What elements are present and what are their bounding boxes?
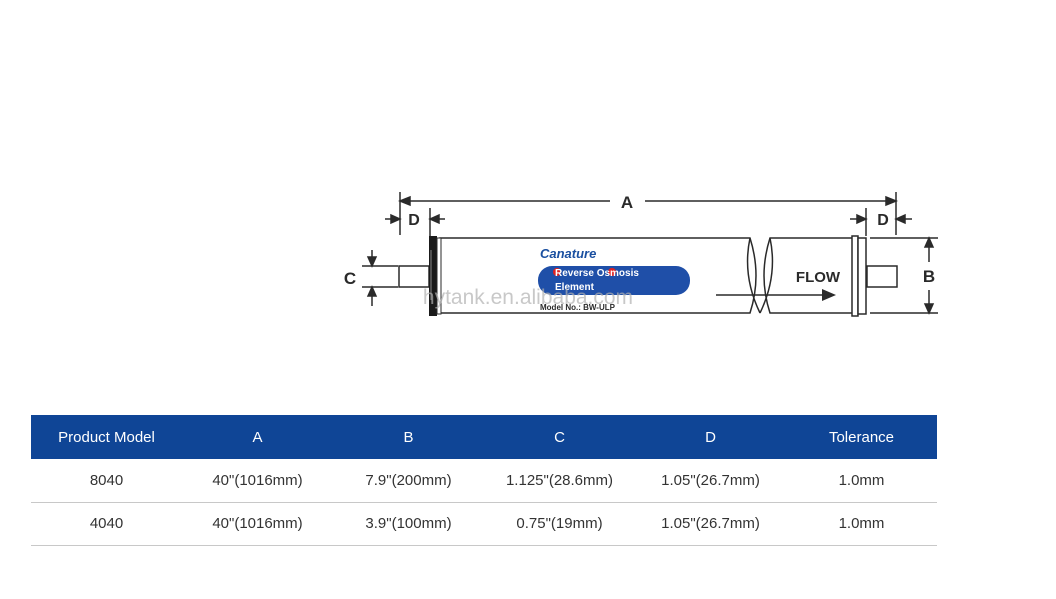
label-line1: Reverse Osmosis: [555, 268, 639, 279]
right-end-cap: [851, 235, 867, 317]
label-line2: Element: [555, 282, 595, 293]
dim-d-left-label: D: [408, 212, 420, 229]
col-tolerance: Tolerance: [828, 428, 895, 446]
cell-tolerance: 1.0mm: [838, 515, 885, 532]
col-d: D: [705, 428, 716, 446]
cell-b: 7.9"(200mm): [365, 471, 452, 489]
table-header-row: Product Model A B C D Tolerance: [31, 415, 937, 459]
dim-a-label: A: [621, 193, 633, 212]
product-label-badge: [538, 266, 690, 295]
table-row: 4040 40"(1016mm) 3.9"(100mm) 0.75"(19mm)…: [31, 502, 937, 545]
col-b: B: [403, 428, 414, 446]
cell-model: 8040: [89, 471, 124, 489]
ro-element-diagram: A D D C: [344, 192, 938, 317]
left-end-cap: [429, 236, 442, 316]
table-row: 8040 40"(1016mm) 7.9"(200mm) 1.125"(28.6…: [31, 459, 937, 502]
col-c: C: [554, 428, 565, 446]
dimension-b: [870, 236, 938, 315]
dimension-a: [397, 192, 899, 235]
cell-d: 1.05"(26.7mm): [661, 515, 760, 532]
col-product-model: Product Model: [58, 428, 155, 446]
dim-b-label: B: [923, 267, 935, 286]
watermark: hytank.en.alibaba.com: [423, 286, 633, 309]
cell-c: 1.125"(28.6mm): [505, 471, 614, 489]
cell-a: 40"(1016mm): [212, 515, 303, 532]
flow-label: FLOW: [796, 269, 841, 286]
model-number: Model No.: BW-ULP: [540, 303, 616, 312]
dimension-d-left: [385, 208, 445, 236]
cell-model: 4040: [89, 515, 124, 532]
dim-c-label: C: [344, 269, 356, 288]
brand-logo: Canature: [540, 246, 596, 261]
spec-table: Product Model A B C D Tolerance 8040 40"…: [31, 415, 937, 546]
accent-dot-r: [553, 268, 561, 276]
col-a: A: [252, 428, 263, 446]
cell-b: 3.9"(100mm): [365, 515, 452, 532]
accent-dot-o: [608, 268, 616, 276]
dimension-d-right: [850, 208, 912, 236]
cell-d: 1.05"(26.7mm): [661, 471, 760, 489]
dimension-c: [362, 250, 398, 306]
cell-c: 0.75"(19mm): [516, 515, 603, 532]
flow-arrow: [716, 289, 836, 301]
dim-d-right-label: D: [877, 212, 889, 229]
cell-a: 40"(1016mm): [212, 471, 303, 489]
cell-tolerance: 1.0mm: [838, 471, 885, 489]
